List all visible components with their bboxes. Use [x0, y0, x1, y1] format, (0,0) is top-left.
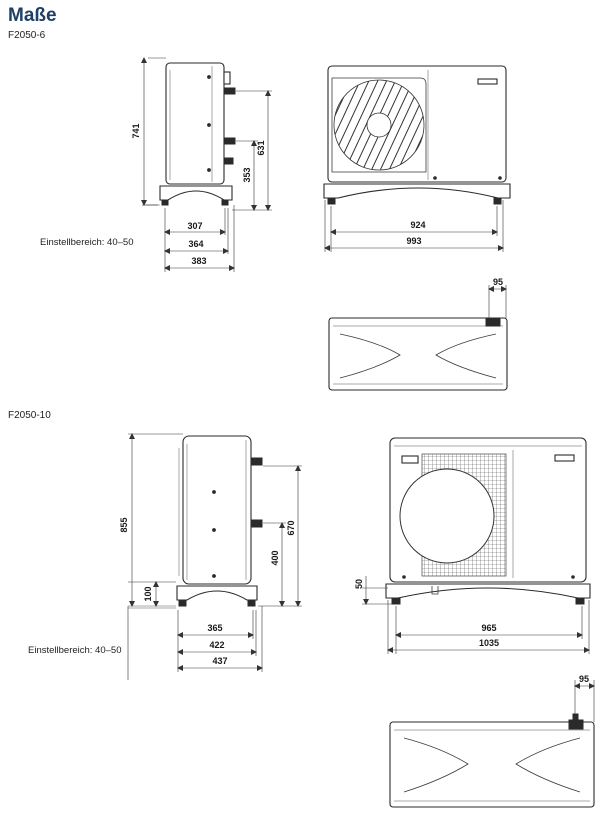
dim-label-front-outer-10: 1035: [479, 638, 499, 648]
page-title: Maße: [8, 5, 57, 26]
dim-label-base: 364: [188, 239, 203, 249]
adjust-range-label-f2050-6: Einstellbereich: 40–50: [40, 237, 134, 248]
f2050-10-front-view: [385, 437, 591, 605]
dim-label-conn-upper-10: 670: [286, 520, 296, 535]
dim-label-leg-10: 50: [354, 579, 364, 589]
dim-label-depth: 383: [191, 256, 206, 266]
model-label-f2050-10: F2050-10: [8, 410, 51, 421]
dim-label-top-offset-10: 95: [579, 674, 589, 684]
dim-label-front-outer: 993: [406, 236, 421, 246]
f2050-6-front-dimensions: 924 993: [324, 200, 504, 252]
f2050-6-front-view: [323, 65, 511, 205]
f2050-10-side-view: [128, 435, 263, 609]
dim-label-conn-lower: 353: [242, 167, 252, 182]
model-label-f2050-6: F2050-6: [8, 30, 46, 41]
f2050-6-side-view: [146, 62, 236, 206]
f2050-10-side-dimensions: 855 100 670 400 365 422 437: [119, 433, 302, 680]
f2050-6-top-view: 95: [328, 277, 508, 391]
adjust-range-label-f2050-10: Einstellbereich: 40–50: [28, 645, 122, 656]
dim-label-conn-upper: 631: [256, 140, 266, 155]
f2050-6-side-dimensions: 741 631 353 307 364 383: [131, 57, 272, 272]
dim-label-foot-10: 365: [207, 623, 222, 633]
dim-label-depth-10: 437: [212, 656, 227, 666]
dim-label-front-inner-10: 965: [481, 623, 496, 633]
f2050-10-front-dimensions: 50 965 1035: [354, 576, 590, 654]
f2050-10-top-view: 95: [389, 674, 595, 808]
dim-label-foot: 307: [187, 221, 202, 231]
dim-label-conn-lower-10: 400: [270, 550, 280, 565]
dim-label-top-offset: 95: [493, 277, 503, 287]
dim-label-base-10: 422: [209, 640, 224, 650]
dim-label-base-height-10: 100: [143, 586, 153, 601]
dim-label-height-10: 855: [119, 517, 129, 532]
dim-label-front-inner: 924: [410, 220, 425, 230]
dim-label-height: 741: [131, 123, 141, 138]
